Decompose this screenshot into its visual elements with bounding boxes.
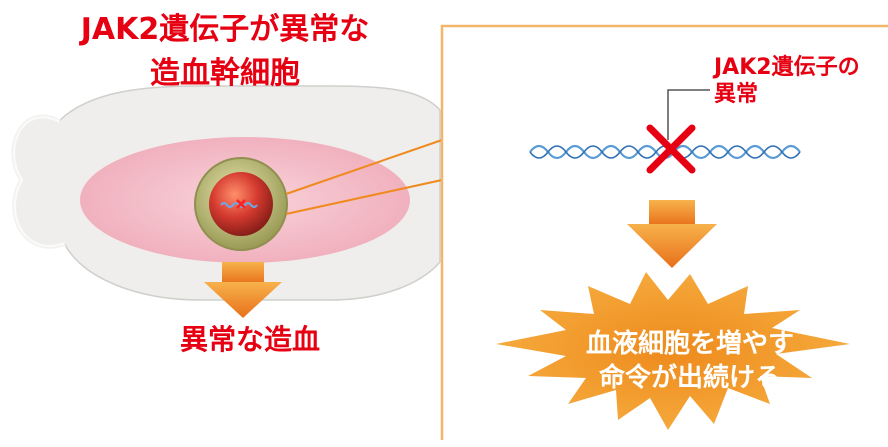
down-arrow-icon [204,262,282,318]
mutation-x-icon [646,124,696,174]
burst-shape [496,272,850,430]
mutation-label: JAK2遺伝子の 異常 [714,54,874,108]
title-line-1: JAK2遺伝子が異常な [80,12,370,47]
zoom-connector [285,139,443,215]
abnormal-stem-cell [194,157,288,251]
burst-line-2: 命令が出続ける [598,363,781,393]
down-arrow-icon-right [627,200,717,268]
diagram-title: JAK2遺伝子が異常な 造血幹細胞 [40,8,410,96]
burst-line-1: 血液細胞を増やす [585,329,794,359]
burst-text: 血液細胞を増やす 命令が出続ける [540,327,840,395]
mutation-label-line-1: JAK2遺伝子の [714,55,860,80]
title-line-2: 造血幹細胞 [150,56,300,91]
bottom-caption: 異常な造血 [179,323,320,356]
mutation-label-line-2: 異常 [714,82,759,107]
callout-line [667,89,710,140]
zoom-panel [440,24,888,440]
